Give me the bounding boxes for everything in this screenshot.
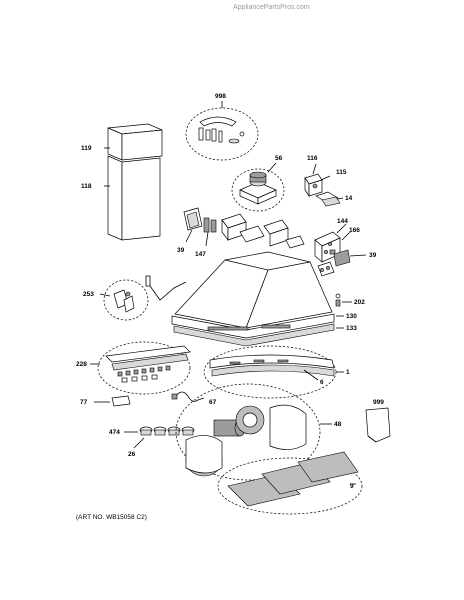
callout-39-right: 39 [369,252,377,259]
callout-998: 998 [215,93,226,100]
callout-202: 202 [354,299,365,306]
callout-67: 67 [209,399,217,406]
callout-115: 115 [336,169,347,176]
part-1-6-front-trim [203,345,344,399]
callout-144: 144 [337,218,348,225]
callout-77: 77 [80,399,88,406]
callout-39-left: 39 [177,247,185,254]
part-77-label [94,395,131,407]
watermark-text: AppliancePartsPros.com [233,4,310,11]
callout-116: 116 [307,155,318,162]
callout-133: 133 [346,325,357,332]
callout-228: 228 [76,361,87,368]
art-number: (ART NO. WB15058 C2) [76,514,147,521]
part-474-26-knobs [124,426,195,449]
callout-14: 14 [345,195,353,202]
part-116-115-14-control-parts [304,163,344,207]
callout-253: 253 [83,291,94,298]
callout-1: 1 [346,369,350,376]
callout-147: 147 [195,251,206,258]
part-56-mount-assembly [231,162,285,212]
callout-119: 119 [81,145,92,152]
part-202-fastener [335,293,352,307]
part-228-control-panel-kit [90,341,191,395]
part-253-light-socket [99,275,187,321]
callout-474: 474 [109,429,120,436]
callout-166: 166 [349,227,360,234]
callout-48: 48 [334,421,342,428]
part-67-wire-harness [171,391,205,402]
part-9-grease-filters [217,451,363,515]
callout-9: 9 [350,483,354,490]
part-998-hardware-kit [185,101,259,161]
callout-118: 118 [81,183,92,190]
part-144-166-control-board [314,223,367,277]
part-mounting-brackets [183,207,305,249]
callout-56: 56 [275,155,283,162]
part-hood-canopy [171,251,344,347]
part-999-manual [365,407,391,443]
part-48-blower-assembly [175,383,332,481]
callout-130: 130 [346,313,357,320]
callout-6: 6 [320,379,324,386]
callout-999: 999 [373,399,384,406]
callout-26: 26 [128,451,136,458]
part-118-119-chimney [104,123,163,241]
